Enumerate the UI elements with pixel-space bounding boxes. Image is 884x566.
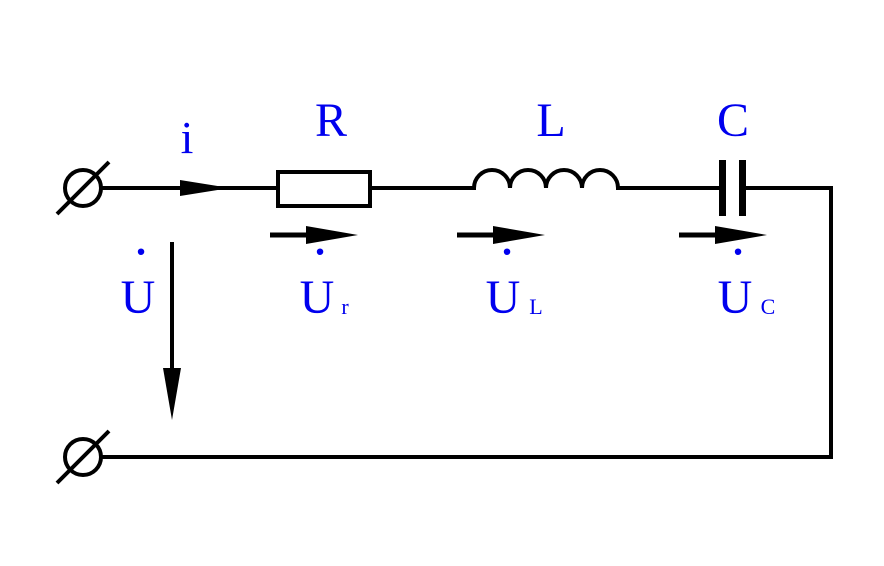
capacitor-plate-left (719, 160, 726, 216)
terminal-top-slash (55, 160, 111, 216)
capacitor-symbol (719, 160, 746, 216)
terminal-bottom-slash (55, 429, 111, 485)
inductor-symbol (472, 168, 620, 189)
current-arrow-icon (180, 180, 230, 196)
terminal-bottom-circle-icon (63, 437, 103, 477)
resistor-voltage-dot: · (313, 229, 326, 274)
resistor-symbol (276, 170, 372, 208)
labels: i R L C · U · U r · U L · U C (121, 94, 776, 324)
capacitor-voltage-label: U (718, 271, 753, 324)
resistor-voltage-label: U (300, 271, 335, 324)
resistor-label: R (315, 94, 347, 147)
capacitor-voltage-subscript: C (761, 294, 776, 319)
source-voltage-dot: · (134, 229, 147, 274)
inductor-voltage-dot: · (500, 229, 513, 274)
voltage-arrow-l (457, 226, 545, 244)
terminal-top (55, 160, 111, 216)
capacitor-label: C (717, 94, 749, 147)
current-label: i (181, 112, 194, 163)
wire-return-path (102, 186, 833, 459)
voltage-arrow-c (679, 226, 767, 244)
terminal-bottom (55, 429, 111, 485)
inductor-label: L (536, 94, 565, 147)
voltage-arrow-source (163, 242, 181, 420)
capacitor-voltage-dot: · (731, 229, 744, 274)
resistor-voltage-subscript: r (341, 294, 349, 319)
inductor-voltage-label: U (486, 271, 521, 324)
source-voltage-label: U (121, 271, 156, 324)
voltage-arrow-r (270, 226, 358, 244)
terminal-top-circle-icon (63, 168, 103, 208)
inductor-voltage-subscript: L (529, 294, 542, 319)
capacitor-plate-right (739, 160, 746, 216)
